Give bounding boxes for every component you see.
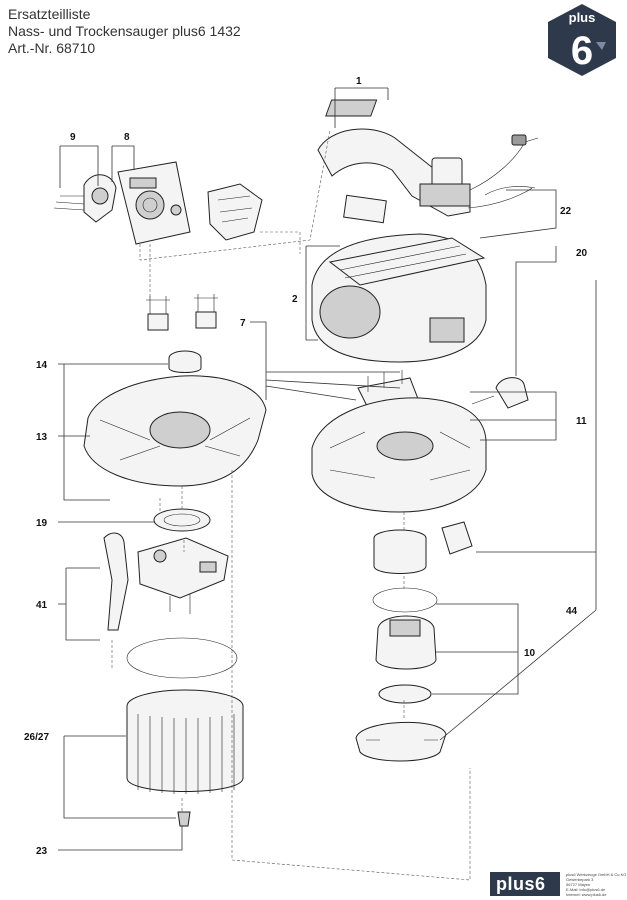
motor-seal-cylinder bbox=[373, 529, 427, 574]
float-cage bbox=[137, 537, 229, 614]
footer-address-line: 56727 Mayen bbox=[566, 882, 591, 887]
logo-text: plus bbox=[569, 10, 596, 25]
callout-lines bbox=[58, 87, 597, 851]
label-part-26-27: 26/27 bbox=[24, 732, 49, 743]
clip-part bbox=[441, 521, 473, 555]
label-part-13: 13 bbox=[36, 432, 48, 443]
guide-lines bbox=[111, 129, 471, 881]
logo-hexagon-icon bbox=[548, 4, 616, 76]
label-part-22: 22 bbox=[560, 206, 572, 217]
logo-accent-icon bbox=[596, 42, 606, 50]
part-41-float-lever bbox=[103, 532, 129, 631]
label-part-44: 44 bbox=[566, 606, 578, 617]
logo-digit: 6 bbox=[571, 29, 593, 73]
part-23-filter-cartridge bbox=[126, 637, 244, 827]
footer-address-line: Gewerbepark 3 bbox=[566, 877, 594, 882]
label-part-9: 9 bbox=[70, 132, 76, 143]
footer-address: plus6 Werkzeuge GmbH & Co.KG Gewerbepark… bbox=[566, 872, 626, 897]
title-line-3: Art.-Nr. 68710 bbox=[8, 40, 96, 56]
title-line-2: Nass- und Trockensauger plus6 1432 bbox=[8, 23, 241, 39]
part-2-motor-housing bbox=[311, 194, 487, 363]
label-part-11: 11 bbox=[576, 416, 587, 427]
label-part-1: 1 bbox=[356, 76, 362, 87]
label-part-7: 7 bbox=[240, 318, 246, 329]
clamp-blocks bbox=[146, 294, 218, 331]
footer-address-line: plus6 Werkzeuge GmbH & Co.KG bbox=[566, 872, 627, 877]
part-14-seal bbox=[168, 350, 202, 373]
footer-address-line: E-Mail: info@plus6.de bbox=[566, 887, 606, 892]
label-part-23: 23 bbox=[36, 846, 48, 857]
switch-bracket bbox=[207, 183, 263, 241]
label-part-41: 41 bbox=[36, 600, 48, 611]
label-part-19: 19 bbox=[36, 518, 48, 529]
motor-chamber bbox=[311, 397, 487, 513]
part-13-base-plate bbox=[83, 375, 267, 487]
footer-logo: plus6 bbox=[490, 872, 560, 896]
part-9-knob bbox=[53, 174, 117, 223]
footer-address-line: Internet: www.plus6.de bbox=[566, 892, 607, 897]
part-1-handle bbox=[317, 99, 539, 217]
part-10-motor bbox=[372, 587, 438, 704]
part-19-ring bbox=[153, 508, 211, 532]
label-part-2: 2 bbox=[292, 294, 298, 305]
part-20-plug bbox=[471, 377, 529, 409]
part-8-switch-panel bbox=[117, 161, 191, 245]
part-44-bottom-plate bbox=[355, 721, 447, 762]
title-line-1: Ersatzteilliste bbox=[8, 6, 91, 22]
part-labels: 1 9 8 22 20 2 7 14 13 11 19 41 44 10 26/… bbox=[24, 76, 588, 857]
brand-logo: plus 6 bbox=[548, 4, 616, 76]
label-part-20: 20 bbox=[576, 248, 588, 259]
label-part-8: 8 bbox=[124, 132, 130, 143]
label-part-10: 10 bbox=[524, 648, 536, 659]
label-part-14: 14 bbox=[36, 360, 48, 371]
